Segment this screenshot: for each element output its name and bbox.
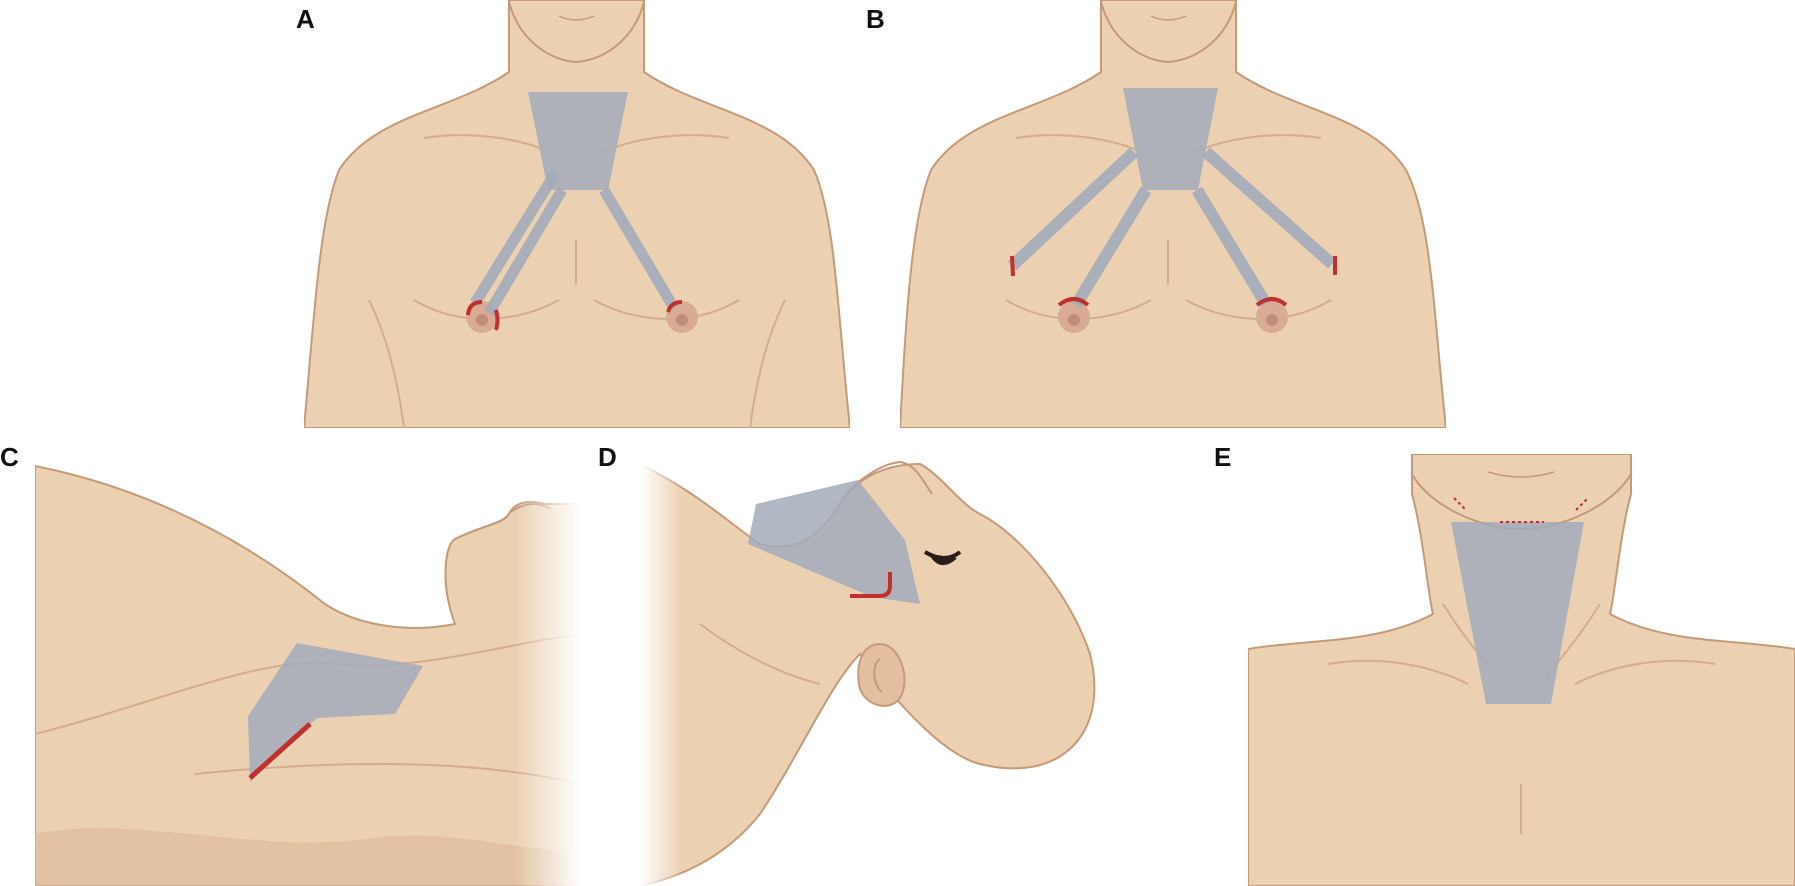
incision-axilla-left [1010, 255, 1015, 277]
incision-vestibular-left [1453, 497, 1467, 511]
panel-label-c: C [0, 442, 19, 472]
panel-label-a: A [296, 4, 315, 34]
tunnel-channel-3 [599, 187, 679, 311]
jaw-line [1100, 1, 1237, 64]
panel-b-chest-illustration [900, 0, 1446, 428]
tunnel-channel-areola-left [1070, 186, 1152, 309]
panel-d-drawing [640, 454, 1185, 886]
incision-areola-left-1 [466, 300, 483, 316]
pectoral-right [1185, 299, 1332, 320]
tunnel-channel-2 [484, 187, 567, 316]
clavicle-right [1574, 659, 1716, 685]
fade-edge [35, 454, 580, 886]
panel-c-axillary-approach-illustration [35, 454, 580, 886]
tunnel-channel-axilla-left [1007, 147, 1139, 271]
clavicle-left [1015, 134, 1142, 153]
panel-label-d: D [598, 442, 617, 472]
nipple-left [1068, 314, 1080, 326]
nipple-right [676, 314, 688, 326]
panel-label-b: B [866, 4, 885, 34]
incision-areola-right [1255, 297, 1288, 307]
panel-d-postauricular-approach-illustration [640, 454, 1185, 886]
pectoral-right [593, 299, 740, 320]
nipple-left [476, 314, 488, 326]
jaw-line [508, 1, 645, 64]
panel-e-oral-approach-illustration [1248, 454, 1795, 886]
arm-crease-left [368, 299, 405, 428]
panel-b-drawing [900, 0, 1446, 428]
neck-tunnel-region [528, 92, 628, 190]
mouth-line [1487, 471, 1555, 478]
panel-e-drawing [1248, 454, 1795, 886]
panel-c-drawing [35, 454, 580, 886]
incision-areola-left-2 [494, 309, 500, 331]
arm-crease-right [749, 299, 786, 428]
panel-a-chest-illustration [304, 0, 850, 428]
incision-vestibular-right [1575, 497, 1589, 511]
tunnel-channel-axilla-right [1202, 147, 1336, 269]
mouth-line [1150, 15, 1187, 21]
tunnel-channel-areola-right [1191, 186, 1272, 308]
neck-tunnel-region [1123, 88, 1218, 190]
torso-skin [304, 0, 850, 428]
nipple-right [1266, 314, 1278, 326]
panel-label-e: E [1214, 442, 1232, 472]
incision-areola-left [1057, 297, 1090, 307]
tunnel-channel-1 [470, 169, 561, 306]
torso-skin [900, 0, 1446, 428]
fade-edge [640, 454, 1185, 886]
incision-areola-right [666, 300, 683, 313]
panel-a-drawing [304, 0, 850, 428]
mouth-line [558, 15, 595, 21]
subcutaneous-tunnel-region [1451, 522, 1584, 704]
clavicle-left [1327, 659, 1469, 685]
